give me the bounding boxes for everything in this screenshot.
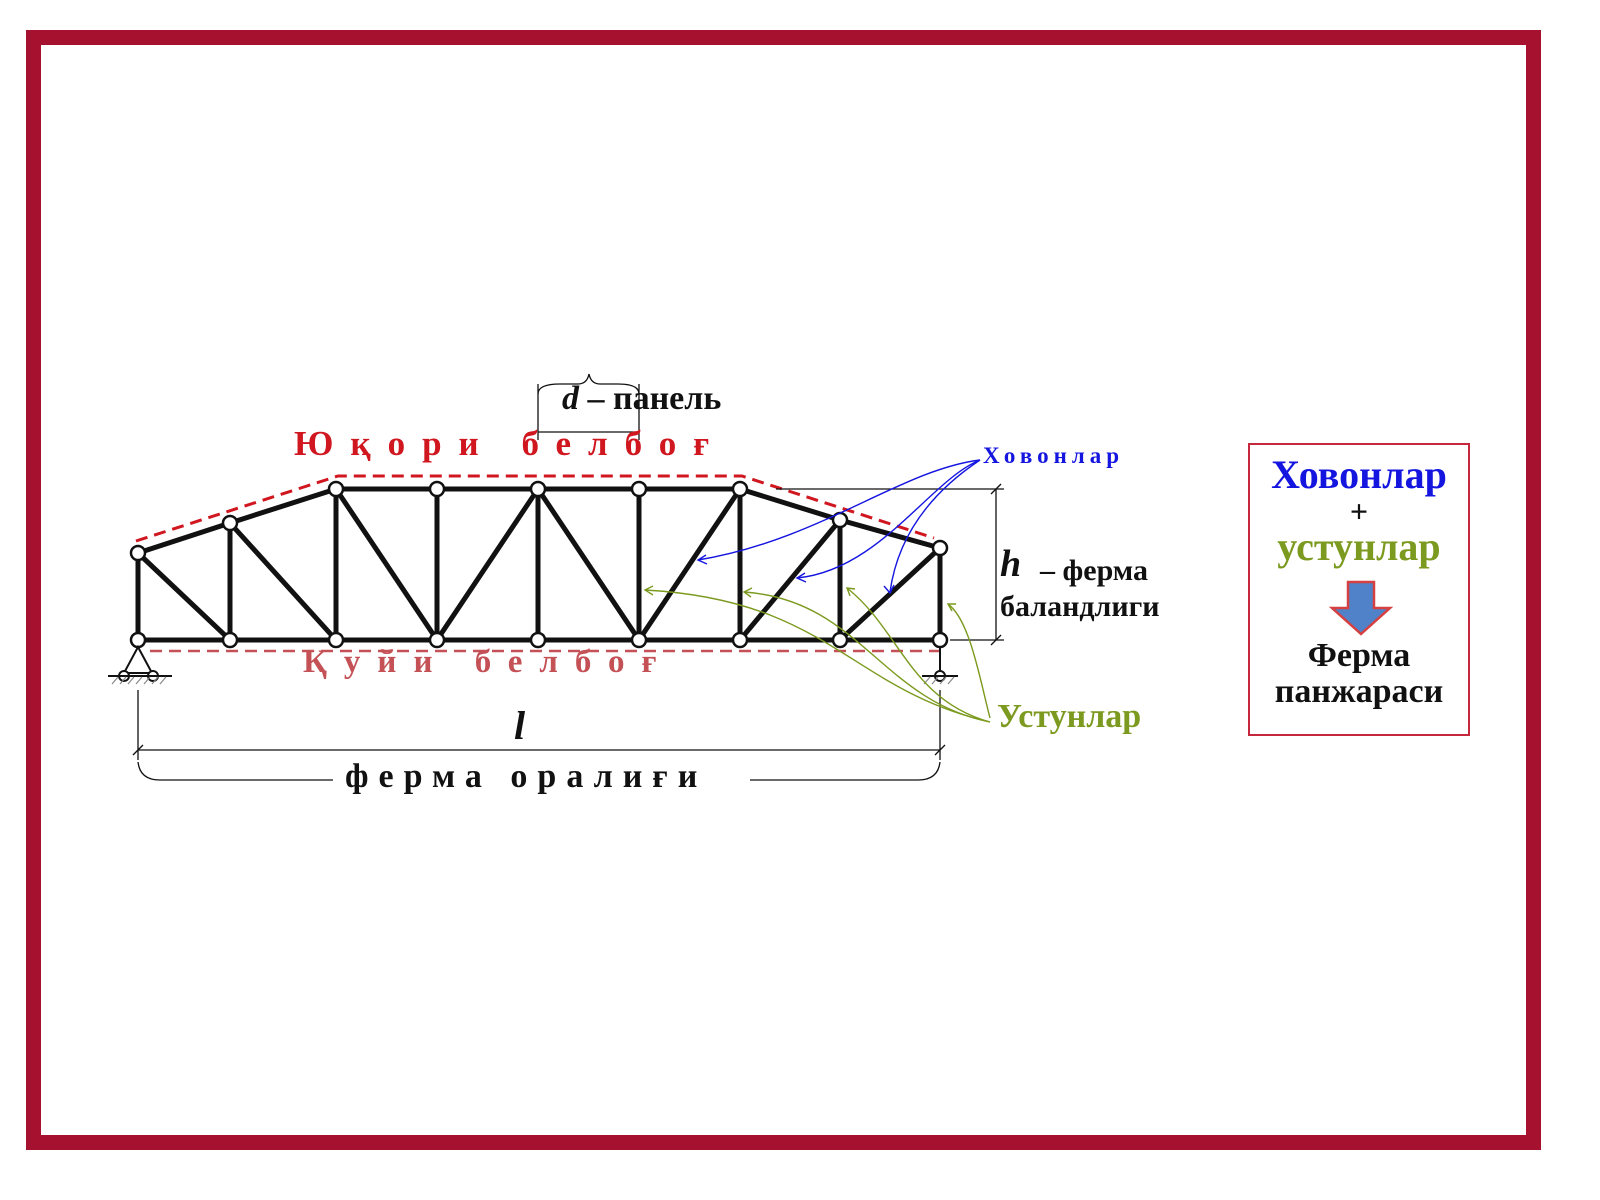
summary-verticals: устунлар: [1277, 524, 1441, 569]
height-text-line2: баландлиги: [1000, 590, 1160, 623]
joint: [221, 631, 239, 649]
span-symbol: l: [514, 706, 525, 746]
span-dimension: [132, 690, 946, 781]
span-label: ферма оралиғи: [345, 758, 708, 795]
diagonal-member: [535, 486, 642, 643]
height-dimension: [776, 483, 1004, 646]
height-symbol: h: [1000, 545, 1021, 583]
diagonals-leaders: [696, 459, 981, 595]
diagonal-member: [227, 520, 339, 643]
bottom-chord-label: Қуйи белбоғ: [303, 644, 674, 680]
verticals-leaders: [643, 585, 991, 723]
verticals-label: Устунлар: [997, 698, 1142, 735]
summary-diagonals: Ховонлар: [1271, 452, 1447, 497]
joint: [529, 631, 547, 649]
summary-plus: +: [1349, 493, 1369, 529]
joint: [327, 480, 345, 498]
joint: [630, 480, 648, 498]
joint: [221, 514, 239, 532]
summary-result-line2: панжараси: [1274, 673, 1444, 710]
joint: [428, 480, 446, 498]
top-chord-dashed-outline: [135, 474, 935, 543]
joint: [529, 480, 547, 498]
diagonals-label: Ховонлар: [983, 443, 1125, 468]
joint: [931, 631, 949, 649]
panel-dimension: [537, 373, 640, 440]
diagonal-member: [135, 550, 233, 643]
roller-support-icon: [922, 648, 958, 685]
joint: [129, 544, 147, 562]
joint: [931, 539, 949, 557]
diagonal-member: [333, 486, 440, 643]
pinned-support-icon: [108, 644, 172, 685]
joint: [731, 480, 749, 498]
top-chord-label: Юқори белбоғ: [294, 424, 727, 463]
down-arrow-icon: [1328, 580, 1394, 636]
joint: [428, 631, 446, 649]
height-text-line1: – ферма: [1040, 554, 1149, 587]
diagonal-member: [434, 486, 541, 643]
height-symbol-text: h: [1000, 543, 1022, 585]
span-symbol-text: l: [514, 703, 526, 748]
panel-symbol: d: [562, 380, 579, 417]
diagonal-member: [636, 486, 743, 643]
summary-box: Ховонлар + устунлар Ферма панжараси: [1248, 443, 1470, 736]
joint: [731, 631, 749, 649]
panel-label: d – панель: [562, 382, 721, 416]
panel-text: – панель: [587, 380, 722, 417]
joint: [831, 631, 849, 649]
diagonal-member: [737, 517, 843, 643]
truss-joints: [129, 480, 949, 649]
summary-result-line1: Ферма: [1307, 637, 1411, 674]
joint: [630, 631, 648, 649]
truss-members: [135, 486, 943, 643]
joint: [327, 631, 345, 649]
